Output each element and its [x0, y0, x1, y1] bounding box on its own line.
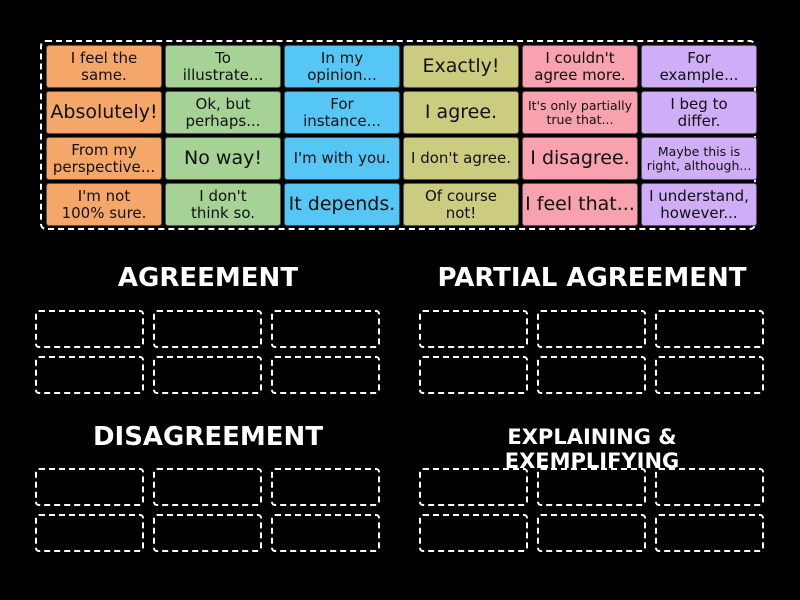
phrase-tile[interactable]: In my opinion...: [284, 45, 400, 88]
phrase-tile-label: I understand, however...: [649, 186, 749, 222]
phrase-tile-label: I'm not 100% sure.: [61, 186, 147, 222]
phrase-tile[interactable]: I beg to differ.: [641, 91, 757, 134]
drop-slot[interactable]: [537, 468, 646, 506]
phrase-tile-label: I couldn't agree more.: [534, 48, 626, 84]
phrase-tile[interactable]: Exactly!: [403, 45, 519, 88]
drop-slot[interactable]: [153, 356, 262, 394]
drop-slot[interactable]: [35, 468, 144, 506]
phrase-tile[interactable]: I don't agree.: [403, 137, 519, 180]
phrase-tile-label: To illustrate...: [182, 48, 264, 84]
phrase-tile[interactable]: I feel the same.: [46, 45, 162, 88]
phrase-tile-label: I'm with you.: [293, 149, 391, 168]
drop-slot[interactable]: [35, 310, 144, 348]
phrase-tile[interactable]: It depends.: [284, 183, 400, 226]
phrase-tile-label: Ok, but perhaps...: [185, 94, 261, 130]
category-heading: DISAGREEMENT: [92, 422, 324, 452]
phrase-tile[interactable]: I'm not 100% sure.: [46, 183, 162, 226]
phrase-tile[interactable]: From my perspective...: [46, 137, 162, 180]
phrase-tile[interactable]: For example...: [641, 45, 757, 88]
phrase-tile[interactable]: I understand, however...: [641, 183, 757, 226]
drop-slot[interactable]: [35, 514, 144, 552]
drop-slot[interactable]: [153, 468, 262, 506]
drop-slot[interactable]: [419, 468, 528, 506]
phrase-tile-label: For instance...: [303, 94, 381, 130]
phrase-tile[interactable]: I'm with you.: [284, 137, 400, 180]
drop-slot[interactable]: [271, 514, 380, 552]
phrase-tile-label: It depends.: [288, 192, 396, 215]
phrase-tile-label: Absolutely!: [50, 100, 158, 123]
drop-slot[interactable]: [537, 310, 646, 348]
phrase-tile-label: For example...: [659, 48, 739, 84]
phrase-tile[interactable]: To illustrate...: [165, 45, 281, 88]
phrase-tile-label: I beg to differ.: [670, 94, 728, 130]
phrase-tile-label: Exactly!: [422, 54, 500, 77]
phrase-tile[interactable]: Absolutely!: [46, 91, 162, 134]
phrase-tile[interactable]: I don't think so.: [165, 183, 281, 226]
phrase-tile-label: I feel the same.: [70, 48, 138, 84]
phrase-tile[interactable]: I couldn't agree more.: [522, 45, 638, 88]
drop-slot[interactable]: [271, 468, 380, 506]
phrase-tile-label: It's only partially true that...: [527, 97, 633, 127]
phrase-tile-label: Of course not!: [425, 186, 497, 222]
phrase-tile[interactable]: Ok, but perhaps...: [165, 91, 281, 134]
phrase-tile-label: Maybe this is right, although...: [646, 143, 752, 173]
drop-slot[interactable]: [271, 310, 380, 348]
drop-slot[interactable]: [537, 356, 646, 394]
phrase-tile-label: No way!: [184, 146, 262, 169]
drop-slot[interactable]: [655, 468, 764, 506]
drop-slot[interactable]: [419, 356, 528, 394]
drop-slot[interactable]: [537, 514, 646, 552]
drop-slot[interactable]: [419, 514, 528, 552]
category-heading: EXPLAINING & EXEMPLIFYING: [504, 425, 680, 473]
phrase-tile[interactable]: No way!: [165, 137, 281, 180]
phrase-tile-label: I feel that...: [525, 192, 635, 215]
category-heading: AGREEMENT: [117, 263, 299, 293]
drop-slot[interactable]: [655, 356, 764, 394]
phrase-tile[interactable]: I disagree.: [522, 137, 638, 180]
drop-slot[interactable]: [153, 514, 262, 552]
phrase-tile[interactable]: For instance...: [284, 91, 400, 134]
drop-slot[interactable]: [655, 310, 764, 348]
phrase-tile-label: In my opinion...: [307, 48, 377, 84]
category-heading: PARTIAL AGREEMENT: [437, 263, 747, 293]
tile-bank: I feel the same. To illustrate... In my op…: [40, 40, 757, 230]
drop-slot[interactable]: [419, 310, 528, 348]
phrase-tile-label: I don't agree.: [411, 149, 511, 168]
phrase-tile[interactable]: Of course not!: [403, 183, 519, 226]
phrase-tile-label: I don't think so.: [190, 186, 255, 222]
drop-slot[interactable]: [35, 356, 144, 394]
phrase-tile[interactable]: Maybe this is right, although...: [641, 137, 757, 180]
phrase-tile[interactable]: It's only partially true that...: [522, 91, 638, 134]
phrase-tile-label: I agree.: [424, 100, 498, 123]
drop-slot[interactable]: [271, 356, 380, 394]
phrase-tile-label: I disagree.: [530, 146, 630, 169]
phrase-tile-label: From my perspective...: [52, 140, 156, 176]
phrase-tile[interactable]: I agree.: [403, 91, 519, 134]
drop-slot[interactable]: [655, 514, 764, 552]
phrase-tile[interactable]: I feel that...: [522, 183, 638, 226]
drop-slot[interactable]: [153, 310, 262, 348]
